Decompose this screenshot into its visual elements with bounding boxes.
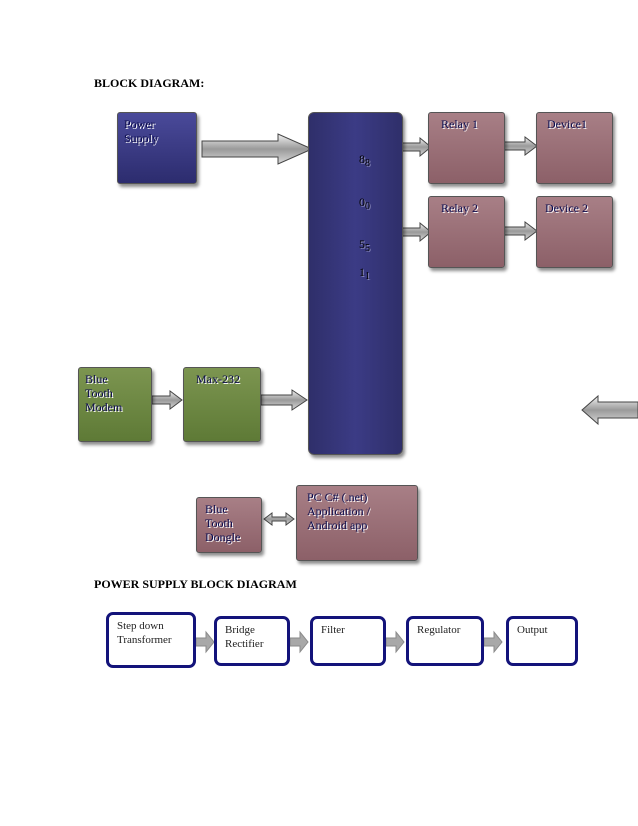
- transformer-label-2: Transformer: [117, 634, 172, 646]
- bt-dongle-label-3: Dongle: [205, 530, 241, 544]
- arrow-relay2-to-device2: [501, 221, 538, 241]
- power-supply-label-1: Power: [124, 117, 155, 131]
- mcu-digit-8: 88: [359, 152, 370, 169]
- device-2-block: Device 2: [536, 196, 613, 268]
- pc-app-label-1: PC C# (.net): [307, 490, 368, 504]
- relay-1-block: Relay 1: [428, 112, 505, 184]
- bt-modem-label-2: Tooth: [85, 386, 113, 400]
- arrow-chain-2: [289, 630, 309, 654]
- bt-dongle-label-1: Blue: [205, 502, 228, 516]
- mcu-digit-1: 11: [359, 265, 370, 282]
- mcu-digit-5: 55: [359, 237, 370, 254]
- max232-label: Max-232: [196, 372, 240, 386]
- bridge-rectifier-box: Bridge Rectifier: [214, 616, 290, 666]
- relay-2-block: Relay 2: [428, 196, 505, 268]
- power-supply-block: Power Supply: [117, 112, 197, 184]
- device-1-block: Device1: [536, 112, 613, 184]
- arrow-mcu-to-relay1: [401, 136, 432, 158]
- bt-modem-label-1: Blue: [85, 372, 108, 386]
- power-supply-heading: POWER SUPPLY BLOCK DIAGRAM: [94, 577, 297, 591]
- arrow-max232-to-mcu: [260, 389, 308, 411]
- pc-application-block: PC C# (.net) Application / Android app: [296, 485, 418, 561]
- arrow-mcu-to-relay2: [401, 221, 432, 243]
- arrow-chain-4: [483, 630, 503, 654]
- device-1-label: Device1: [547, 117, 587, 131]
- microcontroller-block: [308, 112, 403, 455]
- max232-block: Max-232: [183, 367, 261, 442]
- regulator-box: Regulator: [406, 616, 484, 666]
- bt-dongle-label-2: Tooth: [205, 516, 233, 530]
- rectifier-label-2: Rectifier: [225, 638, 264, 650]
- arrow-chain-1: [195, 630, 215, 654]
- filter-box: Filter: [310, 616, 386, 666]
- step-down-transformer-box: Step down Transformer: [106, 612, 196, 668]
- arrow-power-to-mcu: [201, 133, 314, 165]
- rectifier-label-1: Bridge: [225, 624, 255, 636]
- arrow-relay1-to-device1: [501, 136, 538, 156]
- power-supply-label-2: Supply: [124, 131, 159, 145]
- relay-2-label: Relay 2: [441, 201, 478, 215]
- bluetooth-dongle-block: Blue Tooth Dongle: [196, 497, 262, 553]
- bluetooth-modem-block: Blue Tooth Modem: [78, 367, 152, 442]
- regulator-label: Regulator: [417, 624, 461, 636]
- pc-app-label-2: Application /: [307, 504, 370, 518]
- mcu-digit-0: 00: [359, 195, 370, 212]
- arrow-left-edge: [581, 394, 638, 426]
- output-box: Output: [506, 616, 578, 666]
- relay-1-label: Relay 1: [441, 117, 478, 131]
- bt-modem-label-3: Modem: [85, 400, 123, 414]
- output-label: Output: [517, 624, 548, 636]
- arrow-chain-3: [385, 630, 405, 654]
- block-diagram-heading: BLOCK DIAGRAM:: [94, 76, 205, 90]
- filter-label: Filter: [321, 624, 345, 636]
- transformer-label-1: Step down: [117, 620, 164, 632]
- arrow-modem-to-max232: [151, 390, 183, 410]
- pc-app-label-3: Android app: [307, 518, 368, 532]
- device-2-label: Device 2: [545, 201, 588, 215]
- arrow-dongle-pc: [263, 512, 295, 526]
